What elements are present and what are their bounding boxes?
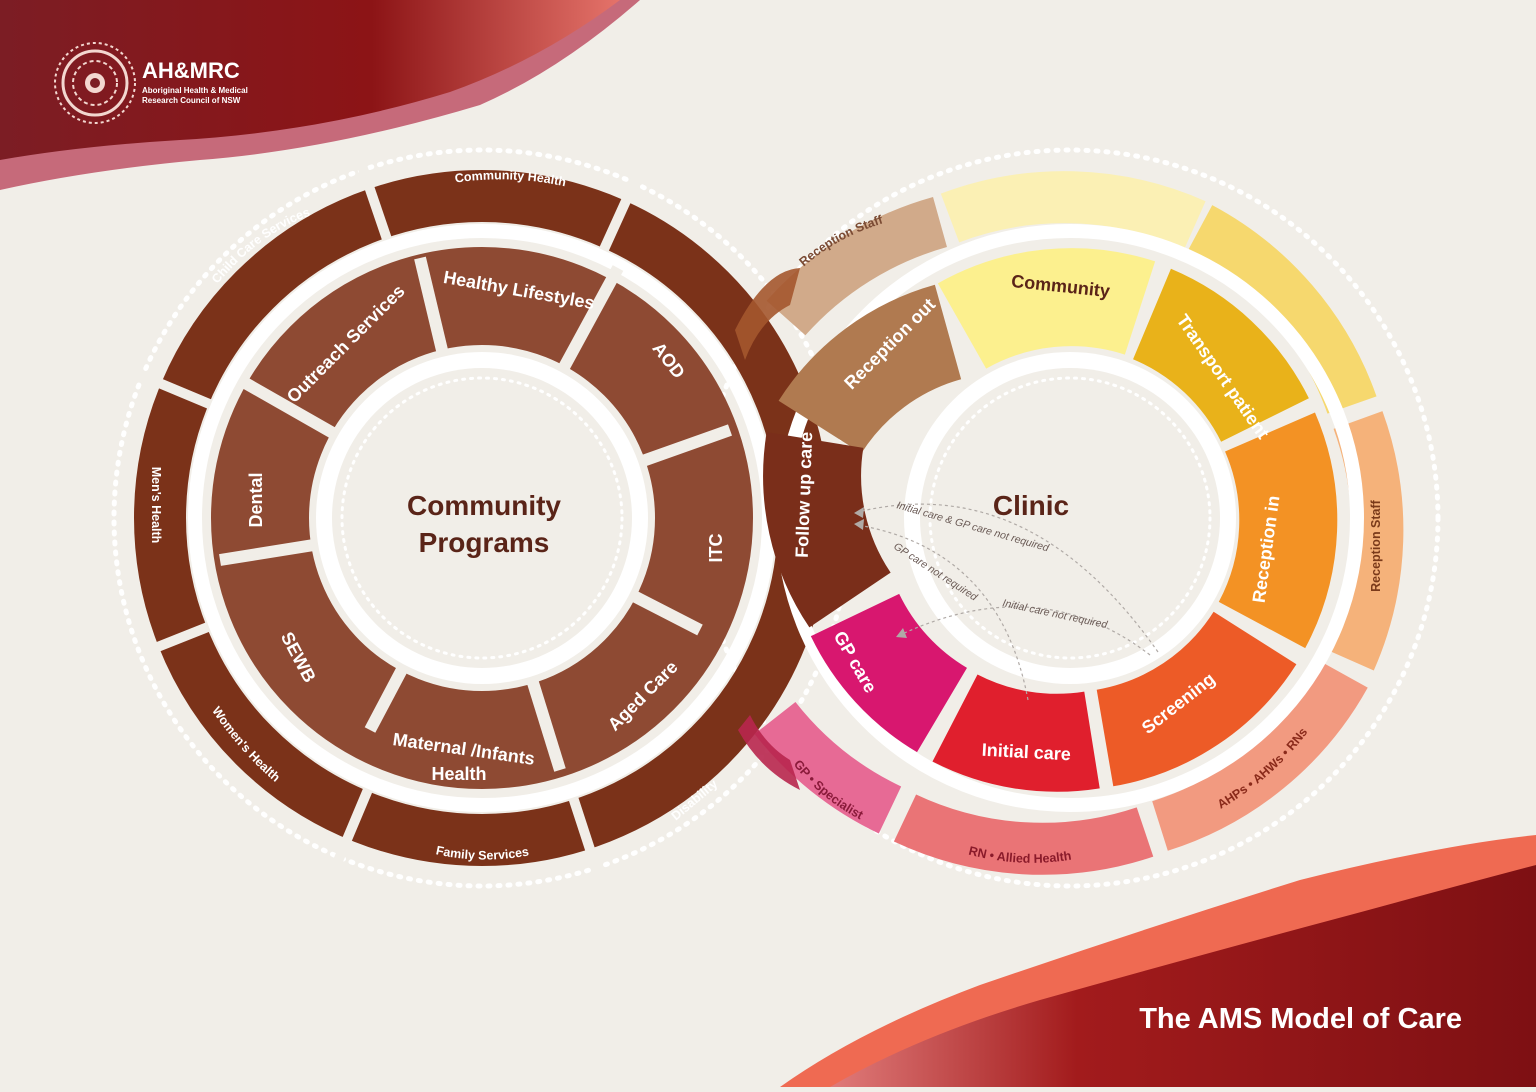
brand-line-1: Aboriginal Health & Medical [142,86,248,95]
community-center-fill [332,368,632,668]
label-family-services: Family Services [435,843,530,862]
clinic-center-fill [920,368,1220,668]
clinic-inner-ring [763,248,1338,792]
arrowhead-icon [854,507,864,518]
top-left-wave [0,0,640,190]
community-title-line1: Community [407,490,561,521]
label-itc: ITC [706,534,726,563]
logo-emblem-icon [54,42,136,124]
arrowhead-icon [896,628,907,638]
overlap-top [735,268,800,360]
clinic-outer-dots [699,147,1441,889]
ahmrc-logo: AH&MRC Aboriginal Health & Medical Resea… [54,42,248,124]
overlap-bottom [738,715,800,790]
label-dental: Dental [246,472,266,527]
label-maternal-health: Health [431,764,486,784]
arrowheads [854,507,907,638]
clinic-center-dots [928,376,1212,660]
label-reception-staff-right: Reception Staff [1369,499,1383,592]
label-initial-care: Initial care [981,740,1071,765]
path-arrow-1 [857,503,1159,653]
path-arrow-2 [857,524,1029,701]
clinic-title: Clinic [993,490,1069,521]
brand-name: AH&MRC [142,58,240,83]
bottom-right-wave [780,835,1536,1087]
pathway-arrows [857,503,1159,701]
footer-title: The AMS Model of Care [1139,1003,1462,1035]
brand-line-2: Research Council of NSW [142,96,241,105]
arrowhead-icon [854,519,864,530]
label-follow-up-care: Follow up care [792,431,816,558]
path-arrow-3 [899,606,1151,656]
community-center-dots [340,376,624,660]
label-mens-health: Men's Health [149,467,163,544]
community-title-line2: Programs [419,527,550,558]
clinic-outer-ring [754,171,1404,875]
